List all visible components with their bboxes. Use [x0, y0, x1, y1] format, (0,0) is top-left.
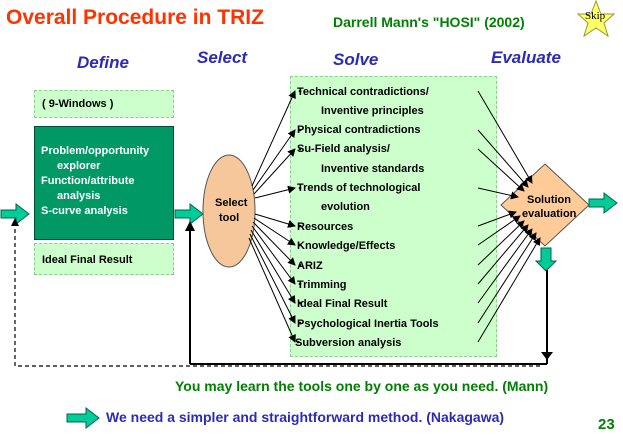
- phase-evaluate: Evaluate: [491, 48, 561, 67]
- page-number: 23: [598, 416, 615, 433]
- phase-select: Select: [197, 48, 248, 67]
- down-block-arrow: [534, 247, 558, 272]
- author-reference: Darrell Mann's "HOSI" (2002): [333, 14, 525, 30]
- nine-windows-box: ( 9-Windows ): [34, 90, 174, 118]
- output-block-arrow: [588, 191, 618, 215]
- footer-nakagawa-note: We need a simpler and straightforward me…: [106, 409, 505, 425]
- define-methods-box: Problem/opportunity explorer Function/at…: [34, 126, 174, 240]
- tool-item: Subversion analysis: [295, 337, 402, 349]
- select-tool-label-1: Select: [215, 197, 248, 209]
- solve-tools-box: Technical contradictions/ Inventive prin…: [290, 76, 497, 357]
- input-block-arrow: [0, 202, 30, 226]
- ideal-final-result-box: Ideal Final Result: [34, 243, 174, 275]
- define-to-select-block-arrow: [174, 202, 204, 226]
- define-line-2: explorer: [57, 160, 101, 172]
- tool-item: Technical contradictions/: [297, 86, 429, 98]
- tool-item: Trimming: [297, 279, 347, 291]
- define-line-4: analysis: [57, 190, 101, 202]
- footer-mann-note: You may learn the tools one by one as yo…: [175, 378, 549, 394]
- tool-item: Trends of technological: [297, 182, 421, 194]
- slide-title: Overall Procedure in TRIZ: [6, 6, 264, 29]
- define-line-5: S-curve analysis: [41, 205, 128, 217]
- evaluation-label-1: Solution: [527, 194, 571, 206]
- tool-item: Su-Field analysis/: [297, 143, 390, 155]
- tool-item: Psychological Inertia Tools: [297, 318, 439, 330]
- define-line-1: Problem/opportunity: [41, 145, 150, 157]
- nine-windows-label: ( 9-Windows ): [42, 98, 114, 110]
- ideal-final-result-label: Ideal Final Result: [42, 254, 133, 266]
- skip-button[interactable]: Skip: [585, 10, 606, 22]
- phase-solve: Solve: [333, 50, 379, 69]
- phase-define: Define: [77, 53, 129, 72]
- define-line-3: Function/attribute: [41, 175, 135, 187]
- footer-block-arrow: [66, 406, 100, 430]
- evaluation-label-2: evaluation: [522, 208, 577, 220]
- tool-item: Ideal Final Result: [297, 298, 388, 310]
- tool-item: ARIZ: [297, 260, 323, 272]
- tool-item: Inventive principles: [321, 105, 424, 117]
- tool-item: Inventive standards: [321, 163, 425, 175]
- tool-item: evolution: [321, 201, 370, 213]
- tool-item: Physical contradictions: [297, 124, 421, 136]
- tool-item: Resources: [297, 221, 354, 233]
- select-tool-label-2: tool: [219, 212, 240, 224]
- skip-star-icon[interactable]: [576, 0, 616, 38]
- tool-item: Knowledge/Effects: [297, 240, 396, 252]
